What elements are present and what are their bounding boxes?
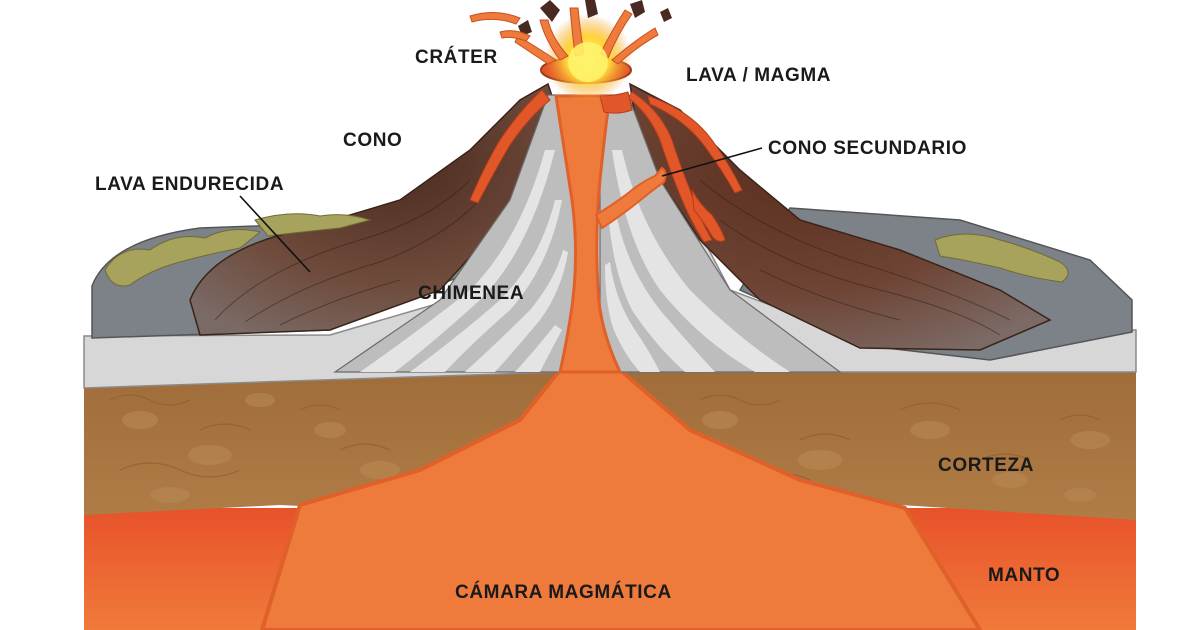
label-corteza: CORTEZA xyxy=(938,455,1035,476)
crust-stones xyxy=(122,393,1110,503)
main-chimney xyxy=(554,94,623,374)
leader-lines xyxy=(239,147,763,273)
label-camara-magmatica: CÁMARA MAGMÁTICA xyxy=(455,582,672,603)
label-lava-endurecida: LAVA ENDURECIDA xyxy=(95,174,285,195)
label-manto: MANTO xyxy=(988,565,1061,586)
slope-contours xyxy=(214,179,1011,336)
lava-flows xyxy=(599,91,743,243)
secondary-conduit xyxy=(594,166,667,230)
label-chimenea: CHIMENEA xyxy=(418,283,525,304)
leader-line-lava-endurecida xyxy=(239,195,311,273)
label-crater: CRÁTER xyxy=(415,47,498,68)
label-cono: CONO xyxy=(343,130,403,151)
lava-flow-left xyxy=(469,89,551,204)
vegetation xyxy=(104,213,1069,287)
crater-core xyxy=(568,42,608,82)
ejected-rocks xyxy=(518,0,672,36)
crust-texture xyxy=(109,394,1101,481)
label-lava-magma: LAVA / MAGMA xyxy=(686,65,832,86)
leader-line-cono-secundario xyxy=(661,147,763,177)
hardened-lava-right xyxy=(629,82,1052,351)
label-cono-secundario: CONO SECUNDARIO xyxy=(768,138,968,159)
lava-splatter xyxy=(469,12,531,42)
